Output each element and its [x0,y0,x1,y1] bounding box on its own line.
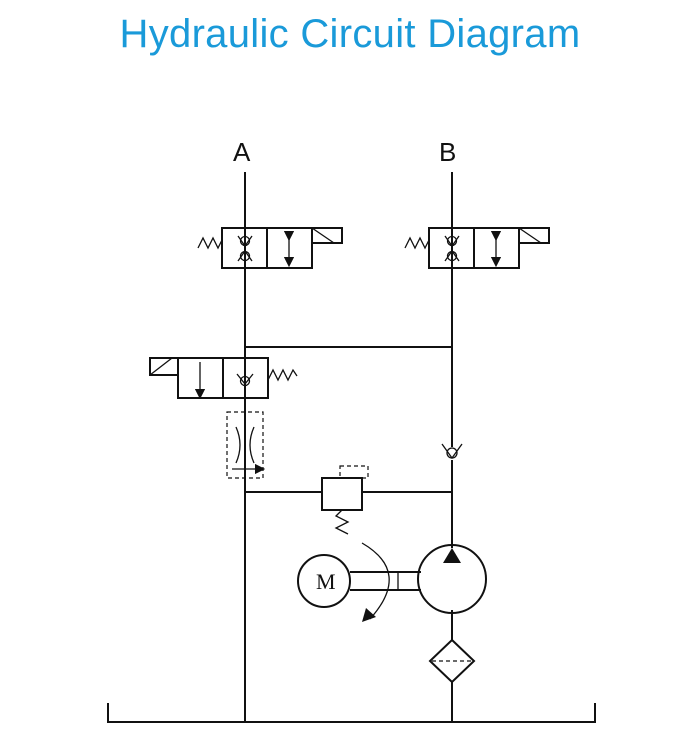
page-title: Hydraulic Circuit Diagram [119,12,581,56]
check-valve-icon [239,375,251,387]
tank-symbol [107,703,596,723]
valve-c [149,357,298,400]
port-a-label: A [233,137,251,167]
valve-a [197,227,343,269]
valve-b [404,227,550,269]
spring-icon [267,368,298,382]
hydraulic-pump [417,544,487,614]
port-b-label: B [439,137,456,167]
check-valve-b [441,443,463,460]
rotation-arrow-icon [361,542,390,620]
flow-control-valve [226,411,266,479]
electric-motor: M [297,542,421,622]
spring-icon [404,236,430,250]
spring-icon [197,236,223,250]
motor-label: M [316,569,336,594]
relief-valve [321,465,369,535]
filter [428,638,476,684]
spring-icon [334,509,350,535]
pump-arrow-icon [443,548,461,563]
